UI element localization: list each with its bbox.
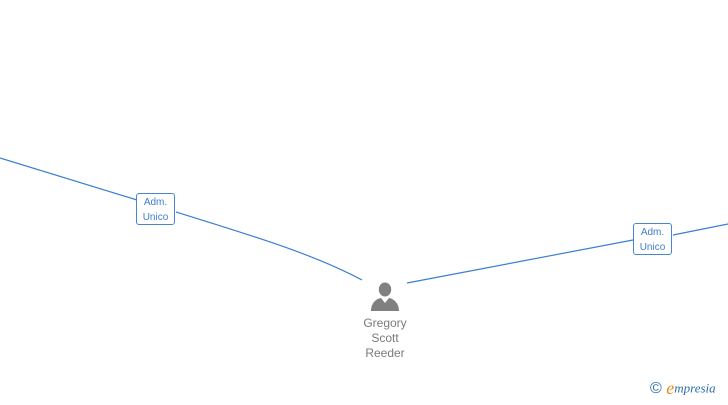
edge-right-connection [406, 223, 728, 284]
edge-label-adm-unico-left[interactable]: Adm. Unico [136, 193, 175, 225]
copyright-icon: © [650, 379, 662, 397]
edge-label-line1: Adm. [640, 227, 665, 238]
brand-watermark: © empresia [650, 378, 716, 400]
person-name[interactable]: Gregory Scott Reeder [349, 316, 421, 361]
edge-label-line1: Adm. [143, 197, 168, 208]
person-icon [371, 282, 399, 311]
edge-label-adm-unico-right[interactable]: Adm. Unico [633, 223, 672, 255]
brand-name: mpresia [674, 380, 716, 396]
person-name-line3: Reeder [365, 346, 405, 360]
person-node[interactable]: Gregory Scott Reeder [349, 280, 421, 361]
edge-left-connection [0, 157, 363, 281]
brand-initial: e [666, 378, 675, 398]
person-name-line2: Scott [371, 331, 399, 345]
edge-label-line2: Unico [142, 212, 169, 223]
person-name-line1: Gregory [363, 316, 407, 330]
edge-label-line2: Unico [639, 242, 666, 253]
